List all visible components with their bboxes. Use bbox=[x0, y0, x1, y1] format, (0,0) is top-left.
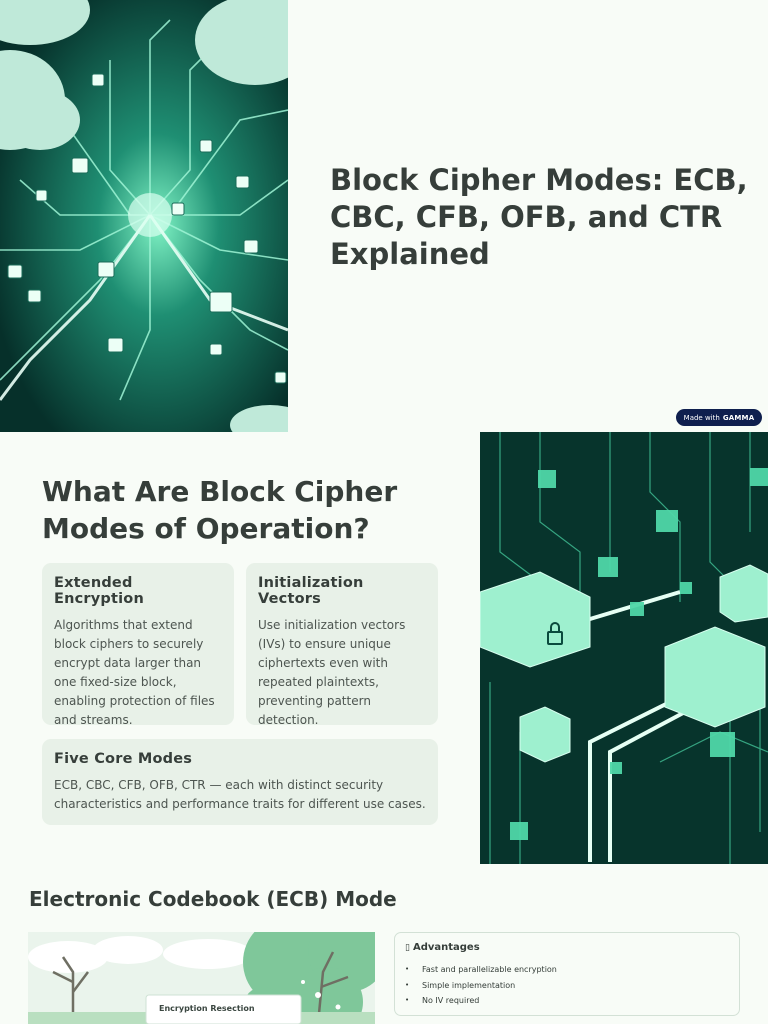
ecb-illustration-image: Encryption Resection bbox=[28, 932, 375, 1024]
card-heading: Extended Encryption bbox=[54, 575, 144, 607]
card-heading: Five Core Modes bbox=[54, 751, 193, 767]
card-initialization-vectors: Initialization Vectors Use initializatio… bbox=[246, 563, 438, 727]
presentation-title: Block Cipher Modes: ECB, CBC, CFB, OFB, … bbox=[330, 163, 748, 271]
card-body: ECB, CBC, CFB, OFB, CTR — each with dist… bbox=[54, 778, 426, 811]
advantages-list: Fast and parallelizable encryption Simpl… bbox=[405, 962, 729, 1009]
card-heading: Initialization Vectors bbox=[258, 575, 364, 607]
badge-prefix: Made with bbox=[683, 413, 720, 422]
list-item: Fast and parallelizable encryption bbox=[405, 962, 729, 978]
advantages-heading: Advantages bbox=[412, 942, 480, 953]
thumbs-up-icon: ▯ bbox=[405, 942, 410, 953]
hero-circuit-lock-image bbox=[0, 0, 288, 432]
made-with-gamma-badge[interactable]: Made with GAMMA bbox=[676, 409, 762, 426]
card-body: Use initialization vectors (IVs) to ensu… bbox=[258, 618, 406, 727]
gamma-logo: GAMMA bbox=[722, 413, 755, 422]
section-title-modes: What Are Block Cipher Modes of Operation… bbox=[42, 475, 398, 545]
card-extended-encryption: Extended Encryption Algorithms that exte… bbox=[42, 563, 234, 727]
advantages-panel: ▯ Advantages Fast and parallelizable enc… bbox=[394, 932, 740, 1016]
card-body: Algorithms that extend block ciphers to … bbox=[54, 618, 215, 727]
list-item: No IV required bbox=[405, 993, 729, 1009]
list-item: Simple implementation bbox=[405, 978, 729, 994]
section-title-ecb: Electronic Codebook (ECB) Mode bbox=[29, 887, 397, 911]
ecb-image-caption: Encryption Resection bbox=[159, 1004, 255, 1013]
advantages-header: ▯ Advantages bbox=[405, 942, 729, 953]
blockchain-cubes-image bbox=[480, 432, 768, 864]
card-five-core-modes: Five Core Modes ECB, CBC, CFB, OFB, CTR … bbox=[42, 739, 438, 825]
